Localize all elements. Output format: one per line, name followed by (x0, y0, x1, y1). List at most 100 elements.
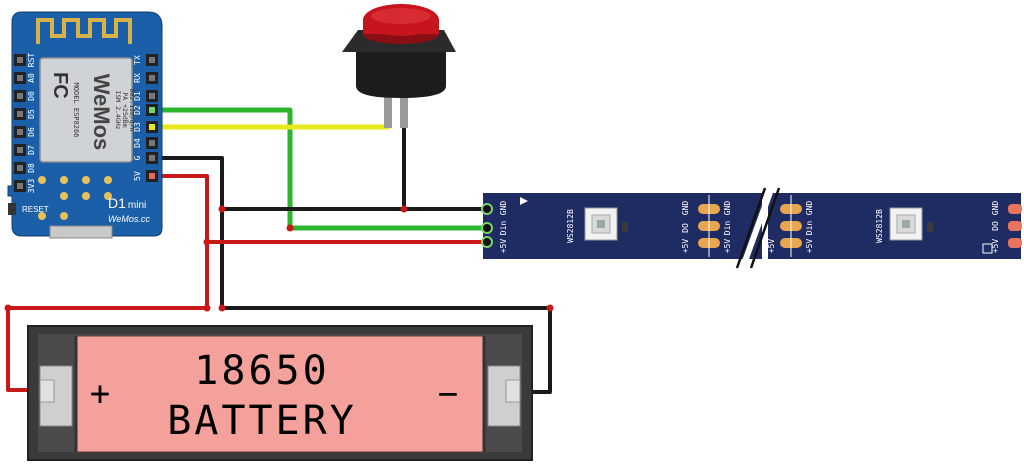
data-direction-arrow (520, 197, 528, 205)
pin (146, 90, 158, 102)
terminal-gnd (481, 203, 493, 215)
pin (14, 126, 26, 138)
chip-label-1: WS2812B (566, 209, 575, 243)
strip-break-gap (741, 185, 775, 266)
polarity-plus: + (90, 374, 110, 414)
pin-label-a0: A0 (27, 73, 36, 83)
solder-pads (38, 176, 112, 220)
chip-label-2: WS2812B (875, 209, 884, 243)
push-button[interactable] (342, 4, 456, 128)
usb-connector (49, 225, 113, 239)
model-line: MODEL ESP8266 (72, 83, 80, 138)
pad-label-do-a: DO (681, 223, 690, 233)
board-url: WeMos.cc (108, 214, 150, 224)
r-mark (982, 243, 993, 254)
pad-label-din-b: Din (723, 221, 732, 236)
fc-mark: FC (49, 72, 71, 99)
pin (14, 180, 26, 192)
pin (14, 108, 26, 120)
button-cap-side (363, 20, 439, 34)
pad-label-5v-b: +5V (723, 239, 732, 254)
wire-green-d2-din (155, 107, 487, 231)
pin-label-g: G (133, 155, 142, 160)
pin (146, 170, 158, 182)
input-label-din: Din (499, 221, 508, 236)
joint (4, 304, 12, 312)
chip-line-1: ISM 2.4GHz (114, 90, 122, 129)
wire-red-5v-battery (6, 174, 209, 392)
contact-positive-tab (39, 379, 55, 403)
joint (218, 205, 226, 213)
pin-label-rst: RST (27, 53, 36, 68)
led-1-die (597, 220, 605, 228)
pin-label-d7: D7 (27, 145, 36, 155)
led-2-die (902, 220, 910, 228)
battery-label-1: 18650 (194, 348, 329, 394)
pin-label-tx: TX (133, 55, 142, 65)
end-pad (1008, 221, 1022, 231)
contact-negative-tab (505, 379, 521, 403)
joint (286, 224, 294, 232)
chip-line-2: PA +25dBm (121, 92, 129, 127)
left-pin-header (14, 54, 26, 192)
pin (146, 152, 158, 164)
d1-mini-board: FC WeMos MODEL ESP8266 ISM 2.4GHz PA +25… (7, 11, 163, 239)
joint (203, 304, 211, 312)
pin-label-d3: D3 (133, 122, 142, 132)
terminal-din (481, 222, 493, 234)
joint (203, 238, 211, 246)
joint (546, 304, 554, 312)
button-lead-right (400, 96, 408, 128)
pad-label-5v-c: +5V (767, 239, 776, 254)
antenna-trace (36, 18, 132, 44)
reset-switch[interactable] (8, 203, 16, 215)
input-label-gnd: GND (499, 201, 508, 216)
pin (14, 90, 26, 102)
pin (146, 54, 158, 66)
polarity-minus: − (438, 374, 458, 414)
pin-label-5v: 5V (133, 171, 142, 181)
pin-label-d1: D1 (133, 91, 142, 101)
terminal-5v (481, 236, 493, 248)
wire-black-g-gnd (155, 156, 487, 211)
pin-label-3v3: 3V3 (27, 179, 36, 194)
pin (146, 72, 158, 84)
pin-label-d4: D4 (133, 138, 142, 148)
battery-label-2: BATTERY (167, 398, 357, 444)
wire-yellow-d3-button (155, 104, 391, 130)
battery-holder: + − 18650 BATTERY (27, 325, 533, 461)
pin (14, 162, 26, 174)
pin (14, 72, 26, 84)
pin (146, 104, 158, 116)
pin-label-d0: D0 (27, 91, 36, 101)
pin-label-d8: D8 (27, 163, 36, 173)
pin-label-d6: D6 (27, 127, 36, 137)
button-lead-left (384, 96, 392, 128)
led-strip: GND Din +5V WS2812B +5V DO GND +5V Din G… (481, 185, 1022, 269)
pin-label-rx: RX (133, 73, 142, 83)
pin (14, 144, 26, 156)
pad-label-5v-a: +5V (681, 239, 690, 254)
reset-label: RESET (22, 205, 49, 214)
end-pad (1008, 238, 1022, 248)
brand-logo: WeMos (89, 74, 114, 151)
pad-label-gnd-b: GND (723, 201, 732, 216)
pin-label-d2: D2 (133, 105, 142, 115)
end-label-5v: +5V (991, 239, 1000, 254)
button-housing (356, 52, 446, 98)
joint (400, 205, 408, 213)
pad-label-din-d: Din (805, 221, 814, 236)
pin-label-d5: D5 (27, 109, 36, 119)
pad-label-gnd-d: GND (805, 201, 814, 216)
strip-break-mark (749, 187, 781, 269)
input-label-5v: +5V (499, 239, 508, 254)
esp-shield (39, 57, 133, 163)
end-pad (1008, 204, 1022, 214)
strip-break-mark (735, 187, 767, 269)
battery-cell (75, 335, 485, 453)
end-label-do: DO (991, 221, 1000, 231)
capacitor-1 (622, 222, 628, 232)
pad-label-5v-d: +5V (805, 239, 814, 254)
